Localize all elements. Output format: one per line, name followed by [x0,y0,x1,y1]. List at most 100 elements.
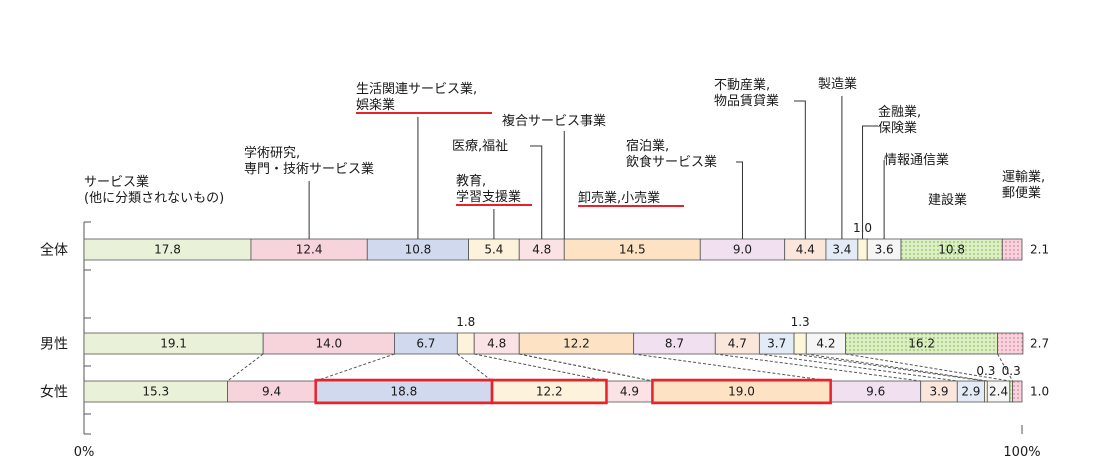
category-label-line: 学習支援業 [456,189,521,205]
segment-value-label: 2.4 [989,385,1008,399]
segment-value-label: 9.0 [733,243,752,257]
segment-value-label: 15.3 [142,385,169,399]
category-label-transport: 運輸業,郵便業 [1002,169,1045,201]
category-label-line: 金融業, [878,104,921,120]
segment-value-label: 3.7 [767,337,786,351]
segment-value-label: 3.4 [832,243,851,257]
connector-line [793,353,985,382]
bar-segment-finance [857,238,868,261]
category-label-construction: 建設業 [928,192,967,208]
segment-value-label: 6.7 [416,337,435,351]
category-label-line: 不動産業, [714,77,770,93]
connector-line [227,353,264,382]
connector-line [759,353,958,382]
highlight-boxes [314,378,832,405]
dashed-connectors [227,353,1014,382]
category-label-manufacturing: 製造業 [818,76,857,239]
connector-line [519,353,653,382]
leader-line [736,161,743,239]
row-label: 男性 [40,337,68,353]
segment-value-label: 16.2 [908,337,935,351]
category-label-line: サービス業 [84,174,149,190]
category-label-line: 学術研究, [244,145,300,161]
category-labels: 全体男性女性サービス業(他に分類されないもの)学術研究,専門・技術サービス業生活… [40,76,1045,401]
leader-line [530,145,543,239]
segment-value-label: 10.8 [405,243,432,257]
category-label-line: (他に分類されないもの) [84,191,224,206]
segment-value-label: 1.0 [1030,385,1049,399]
segment-value-label: 9.6 [866,385,885,399]
connector-line [806,353,988,382]
segment-value-label: 0.3 [1002,364,1021,378]
category-label-life_service: 生活関連サービス業,娯楽業 [356,81,492,239]
segment-value-label: 18.8 [390,385,417,399]
bars: 17.8 12.4 10.8 5.4 4.8 14.5 9.0 4.4 3.4 1.0 3.6 10.… [83,221,1049,403]
category-label-compound: 複合サービス事業 [502,113,606,239]
category-label-line: 教育, [456,173,486,189]
segment-value-label: 2.7 [1030,337,1049,351]
segment-value-label: 4.9 [620,385,639,399]
segment-value-label: 1.3 [791,315,810,329]
connector-line [997,353,1014,382]
category-label-line: 郵便業 [1002,185,1041,201]
bar-segment-education [456,332,475,355]
bar-segment-finance [793,332,807,355]
category-label-line: 専門・技術サービス業 [244,161,374,177]
highlight-box [651,378,832,405]
category-label-wholesale: 卸売業,小売業 [578,190,684,207]
segment-value-label: 14.0 [315,337,342,351]
segment-value-label: 2.1 [1030,243,1049,257]
category-label-research: 学術研究,専門・技術サービス業 [244,145,374,239]
connector-line [315,353,395,382]
category-label-line: 製造業 [818,76,857,92]
bar-segment-transport [997,332,1024,355]
x-axis-min-label: 0% [74,445,95,460]
segment-value-label: 3.9 [929,385,948,399]
segment-value-label: 4.8 [487,337,506,351]
category-label-line: 生活関連サービス業, [356,81,477,97]
segment-value-label: 19.1 [160,337,187,351]
category-label-finance: 金融業,保険業 [862,104,921,239]
category-label-line: 保険業 [878,120,917,136]
segment-value-label: 19.0 [728,385,755,399]
category-label-line: 複合サービス事業 [502,113,606,129]
category-label-line: 建設業 [928,192,967,208]
category-label-line: 飲食サービス業 [626,154,717,170]
row-label: 全体 [40,242,68,259]
bar-segment-transport [1012,380,1023,403]
highlight-box [490,378,608,405]
connector-line [633,353,831,382]
category-label-line: 宿泊業, [626,138,669,154]
category-label-line: 情報通信業 [884,152,949,168]
leader-line [862,125,878,239]
category-label-medical: 医療,福祉 [452,139,543,239]
category-label-education: 教育,学習支援業 [456,173,532,239]
segment-value-label: 8.7 [665,337,684,351]
bar-segment-construction [1009,380,1014,403]
segment-value-label: 3.6 [875,243,894,257]
segment-value-label: 4.4 [796,243,815,257]
category-label-line: 運輸業, [1002,169,1045,185]
segment-value-label: 10.8 [938,243,965,257]
bar-segment-finance [984,380,988,403]
segment-value-label: 12.4 [296,243,323,257]
category-label-ict: 情報通信業 [883,152,949,239]
bar-segment-transport [1001,238,1023,261]
connector-line [457,353,493,382]
segment-value-label: 17.8 [154,243,181,257]
x-axis-max-label: 100% [1003,445,1040,460]
segment-value-label: 4.2 [816,337,835,351]
category-label-line: 医療,福祉 [452,139,508,154]
segment-value-label: 2.9 [961,385,980,399]
segment-value-label: 5.4 [484,243,503,257]
segment-value-label: 4.7 [728,337,747,351]
category-label-line: 物品賃貸業 [714,93,779,109]
segment-value-label: 0.3 [976,364,995,378]
category-label-line: 娯楽業 [356,97,395,113]
segment-value-label: 14.5 [619,243,646,257]
connector-line [474,353,607,382]
segment-value-label: 12.2 [536,385,563,399]
connector-line [715,353,921,382]
